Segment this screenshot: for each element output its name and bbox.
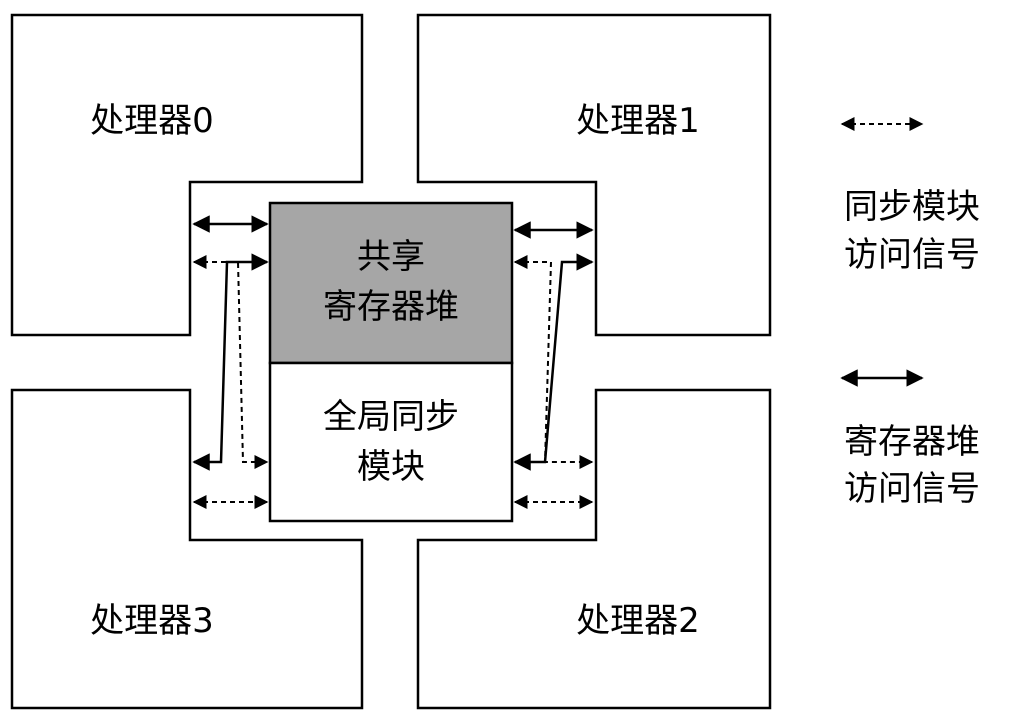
shared-register-file-line1: 共享 — [357, 237, 425, 277]
shared-register-file-line2: 寄存器堆 — [323, 287, 459, 327]
processor-0: 处理器0 — [10, 13, 364, 337]
shared-register-file: 共享 寄存器堆 — [268, 201, 514, 365]
right-connections — [513, 221, 594, 509]
legend-register-line2: 访问信号 — [844, 469, 980, 509]
legend-sync-line1: 同步模块 — [844, 187, 980, 227]
legend-register-line1: 寄存器堆 — [844, 422, 980, 462]
processor-3-label: 处理器3 — [90, 601, 214, 641]
processor-0-label: 处理器0 — [90, 101, 214, 141]
processor-3: 处理器3 — [10, 388, 364, 710]
p0-sync-access-arrow — [192, 255, 269, 469]
processor-2-label: 处理器2 — [576, 601, 700, 641]
legend-sync-line2: 访问信号 — [844, 235, 980, 275]
left-connections — [192, 215, 269, 509]
processor-2: 处理器2 — [416, 388, 772, 710]
global-sync-module-line1: 全局同步 — [323, 397, 459, 437]
global-sync-module-line2: 模块 — [357, 447, 425, 487]
p2-register-access-arrow — [513, 253, 594, 471]
legend: 同步模块 访问信号 寄存器堆 访问信号 — [840, 117, 980, 509]
processor-1: 处理器1 — [416, 13, 772, 337]
global-sync-module: 全局同步 模块 — [268, 361, 514, 523]
processor-1-label: 处理器1 — [576, 101, 700, 141]
p3-register-access-arrow — [192, 253, 269, 471]
